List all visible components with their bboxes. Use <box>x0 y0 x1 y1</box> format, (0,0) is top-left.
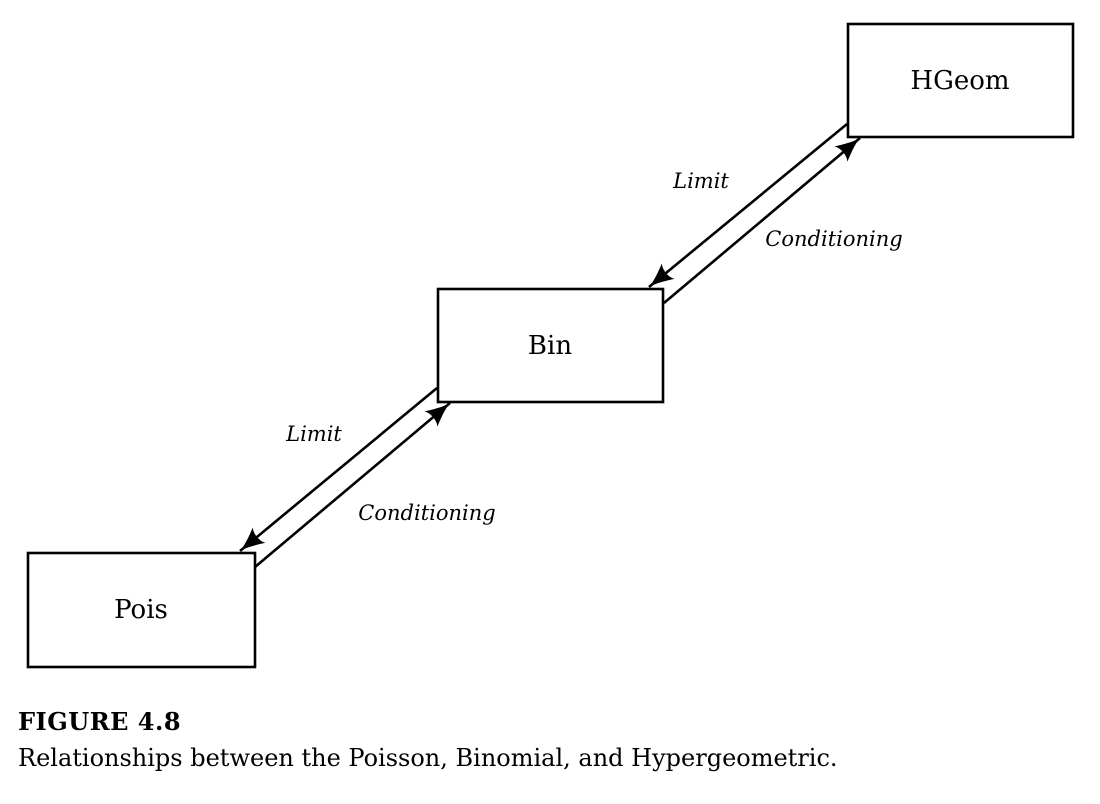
edge-bin-to-hgeom-conditioning-line <box>663 137 861 304</box>
edge-bin-to-pois-limit-label: Limit <box>285 422 342 446</box>
node-hgeom-box <box>846 22 1075 139</box>
edge-bin-to-pois-limit: Limit <box>239 386 438 553</box>
edge-hgeom-to-bin-limit-line <box>648 122 848 289</box>
edge-hgeom-to-bin-limit: Limit <box>648 122 848 289</box>
figure-caption-text: Relationships between the Poisson, Binom… <box>18 744 838 772</box>
figure-caption-label: FIGURE 4.8 <box>18 707 182 736</box>
node-pois-box <box>26 551 257 669</box>
node-pois-label: Pois <box>114 595 168 625</box>
node-pois: Pois <box>26 551 257 669</box>
edge-bin-to-hgeom-conditioning-label: Conditioning <box>765 227 902 251</box>
figure-caption: FIGURE 4.8 Relationships between the Poi… <box>18 704 1078 776</box>
edge-hgeom-to-bin-limit-label: Limit <box>672 169 729 193</box>
distribution-relationship-diagram: Limit Conditioning Limit Conditioning HG… <box>26 22 1075 669</box>
edge-pois-to-bin-conditioning-label: Conditioning <box>358 501 495 525</box>
edge-bin-to-hgeom-conditioning: Conditioning <box>663 137 903 304</box>
node-bin-box <box>436 287 665 404</box>
edge-pois-to-bin-conditioning: Conditioning <box>254 402 496 568</box>
edge-bin-to-pois-limit-line <box>239 386 438 553</box>
edge-pois-to-bin-conditioning-line <box>254 402 451 568</box>
node-hgeom-label: HGeom <box>910 66 1009 96</box>
node-hgeom: HGeom <box>846 22 1075 139</box>
node-bin-label: Bin <box>528 331 572 361</box>
node-bin: Bin <box>436 287 665 404</box>
